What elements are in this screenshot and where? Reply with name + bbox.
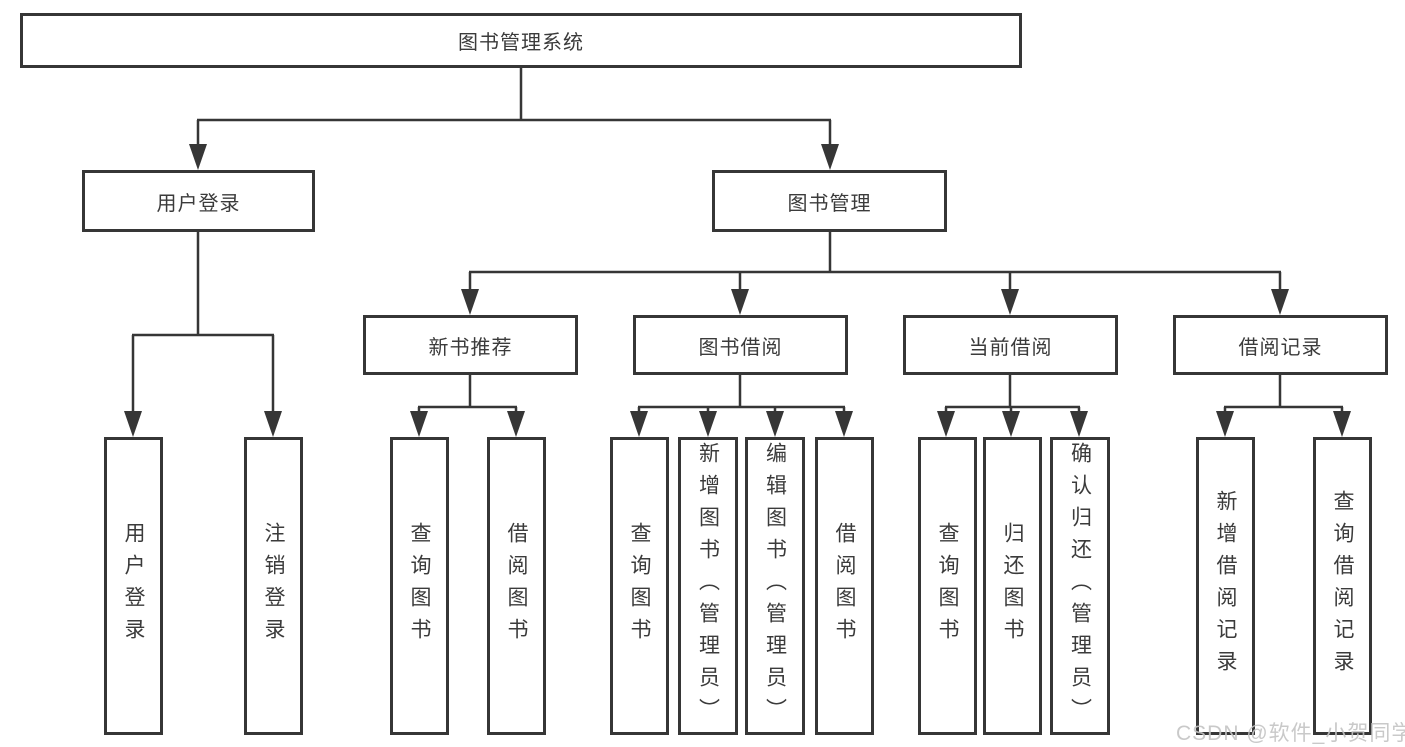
node-label: 新书推荐 — [428, 336, 513, 359]
arrow-down-icon — [1271, 289, 1289, 315]
leaf-bb-query-books: 查询图书 — [610, 437, 669, 735]
leaf-label: 用户登录 — [122, 522, 145, 650]
arrow-down-icon — [124, 411, 142, 437]
leaf-label: 新增借阅记录 — [1214, 490, 1237, 682]
node-label: 用户登录 — [156, 192, 241, 215]
arrow-down-icon — [1333, 411, 1351, 437]
node-new-book-recommend: 新书推荐 — [363, 315, 578, 375]
leaf-label: 新增图书（管理员） — [696, 442, 720, 730]
arrow-down-icon — [264, 411, 282, 437]
leaf-label: 借阅图书 — [505, 522, 528, 650]
leaf-user-login: 用户登录 — [104, 437, 163, 735]
leaf-label: 编辑图书（管理员） — [763, 442, 787, 730]
leaf-label: 查询图书 — [628, 522, 651, 650]
arrow-down-icon — [731, 289, 749, 315]
leaf-label: 确认归还（管理员） — [1068, 442, 1092, 730]
leaf-cb-return-books: 归还图书 — [983, 437, 1042, 735]
leaf-br-query-record: 查询借阅记录 — [1313, 437, 1372, 735]
node-borrowing-records: 借阅记录 — [1173, 315, 1388, 375]
arrow-down-icon — [1001, 289, 1019, 315]
connector-bookmgmt-to-level2 — [468, 232, 1282, 291]
node-label: 图书管理 — [787, 192, 872, 215]
leaf-cb-confirm-return-admin: 确认归还（管理员） — [1050, 437, 1110, 735]
connector-currentborrow-to-leaves — [944, 375, 1081, 413]
leaf-bb-edit-books-admin: 编辑图书（管理员） — [745, 437, 805, 735]
leaf-bb-borrow-books: 借阅图书 — [815, 437, 874, 735]
leaf-logout: 注销登录 — [244, 437, 303, 735]
leaf-br-add-record: 新增借阅记录 — [1196, 437, 1255, 735]
arrow-down-icon — [937, 411, 955, 437]
arrow-down-icon — [1002, 411, 1020, 437]
arrow-down-icon — [410, 411, 428, 437]
arrow-down-icon — [1216, 411, 1234, 437]
node-book-management: 图书管理 — [712, 170, 947, 232]
node-label: 图书借阅 — [698, 336, 783, 359]
leaf-label: 查询图书 — [936, 522, 959, 650]
leaf-label: 借阅图书 — [833, 522, 856, 650]
leaf-label: 查询图书 — [408, 522, 431, 650]
leaf-label: 注销登录 — [262, 522, 285, 650]
leaf-nbr-query-books: 查询图书 — [390, 437, 449, 735]
arrowheads — [124, 144, 1351, 437]
arrow-down-icon — [766, 411, 784, 437]
connector-root-to-level1 — [196, 68, 832, 146]
arrow-down-icon — [189, 144, 207, 170]
arrow-down-icon — [461, 289, 479, 315]
leaf-label: 查询借阅记录 — [1331, 490, 1354, 682]
node-user-login: 用户登录 — [82, 170, 315, 232]
node-label: 当前借阅 — [968, 336, 1053, 359]
node-root-book-management-system: 图书管理系统 — [20, 13, 1022, 68]
arrow-down-icon — [507, 411, 525, 437]
node-label: 图书管理系统 — [458, 32, 584, 54]
node-book-borrowing: 图书借阅 — [633, 315, 848, 375]
arrow-down-icon — [835, 411, 853, 437]
leaf-nbr-borrow-books: 借阅图书 — [487, 437, 546, 735]
arrow-down-icon — [630, 411, 648, 437]
connector-bookborrow-to-leaves — [637, 375, 846, 413]
arrow-down-icon — [821, 144, 839, 170]
csdn-watermark: CSDN @软件_小贺同学 — [1176, 722, 1405, 745]
node-label: 借阅记录 — [1238, 336, 1323, 359]
connector-newbookrec-to-leaves — [417, 375, 518, 413]
leaf-cb-query-books: 查询图书 — [918, 437, 977, 735]
arrow-down-icon — [699, 411, 717, 437]
node-current-borrowing: 当前借阅 — [903, 315, 1118, 375]
leaf-bb-add-books-admin: 新增图书（管理员） — [678, 437, 738, 735]
connector-userlogin-to-leaves — [131, 232, 275, 413]
leaf-label: 归还图书 — [1001, 522, 1024, 650]
arrow-down-icon — [1070, 411, 1088, 437]
connector-borrowrecords-to-leaves — [1223, 375, 1344, 413]
